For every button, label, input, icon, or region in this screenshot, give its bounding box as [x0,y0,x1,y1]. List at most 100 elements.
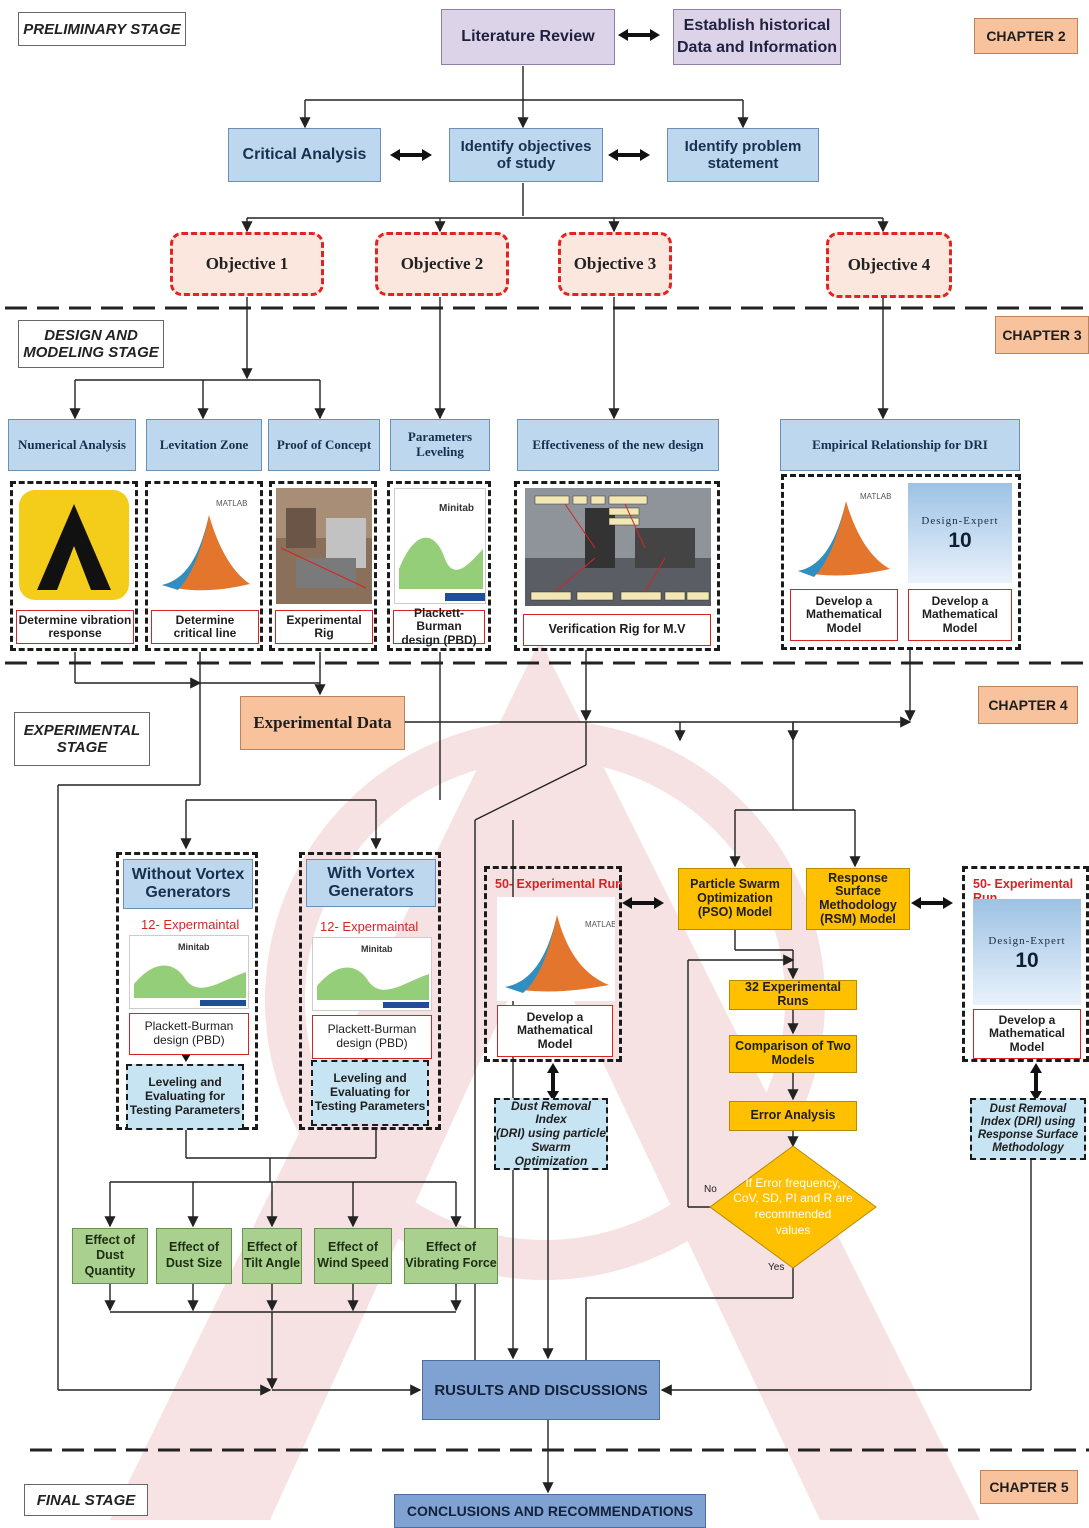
verification-rig-label: Verification Rig for M.V [523,614,711,646]
label-text: Determine [175,612,235,627]
box-text: 32 Experimental Runs [745,980,841,1008]
develop-model-label-de: Develop a Mathematical Model [908,589,1012,641]
pso-model-box: Particle Swarm Optimization (PSO) Model [678,868,792,930]
label-text: Mathematical [988,1026,1066,1041]
label-text: critical line [173,626,237,640]
box-text: Evaluating for [144,1089,225,1104]
box-text: Index (DRI) using [980,1115,1076,1128]
verification-group: Verification Rig for M.V [514,481,720,651]
stage-label-text: PRELIMINARY STAGE [23,20,181,38]
dri-pso-box: Dust Removal Index (DRI) using particle … [494,1098,608,1170]
box-text: Empirical Relationship for DRI [812,437,988,452]
matlab-icon: MATLAB [497,897,616,1001]
label-text: Develop a [998,1013,1056,1028]
parameters-leveling-box: Parameters Leveling [390,419,490,471]
minitab-wordmark: Minitab [439,503,474,514]
historical-data-box: Establish historical Data and Informatio… [673,9,841,65]
box-text: Leveling and [148,1075,222,1090]
critical-line-group: MATLAB Determine critical line [145,481,263,651]
objective-text: Objective 1 [205,254,289,273]
pbd-label: Plackett-Burman design (PBD) [312,1015,432,1059]
box-text: (DRI) using particle [496,1126,607,1141]
chapter-4-label: CHAPTER 4 [978,686,1078,724]
box-text: Numerical Analysis [18,437,126,452]
title-text: Generators [328,883,414,900]
box-text: (PSO) Model [697,904,773,919]
stage-label-experimental: EXPERIMENTAL STAGE [14,712,150,766]
title-text: Without Vortex [131,865,245,883]
with-vg-group: With Vortex Generators 12- Expermaintal … [299,852,441,1130]
box-text: Particle Swarm [690,877,780,892]
box-text: Error Analysis [750,1108,836,1123]
box-text: Proof of Concept [276,437,372,452]
runs-32-box: 32 Experimental Runs [729,980,857,1010]
effect-vibrating-force-box: Effect of Vibrating Force [404,1228,498,1284]
literature-review-box: Literature Review [441,9,615,65]
box-text: CONCLUSIONS AND RECOMMENDATIONS [406,1503,694,1519]
levitation-zone-box: Levitation Zone [146,419,262,471]
rig-photo-image [276,488,372,604]
box-text: Models [771,1053,815,1067]
decision-line: values [775,1222,811,1237]
label-text: Experimental Rig [286,612,362,640]
label-text: Develop a [526,1010,584,1025]
matlab-wordmark: MATLAB [585,920,615,929]
label-text: Mathematical [921,607,999,622]
experimental-rig-label: Experimental Rig [275,610,373,644]
design-expert-wordmark: Design-Expert [988,935,1066,947]
label-text: Plackett-Burman [413,606,465,634]
label-text: Mathematical [805,607,883,622]
minitab-wordmark: Minitab [178,942,210,952]
vibration-label: Determine vibration response [16,610,134,644]
develop-model-label-matlab: Develop a Mathematical Model [790,589,898,641]
with-vg-title: With Vortex Generators [306,859,436,907]
label-text: design (PBD) [153,1033,225,1047]
comparison-box: Comparison of Two Models [729,1035,857,1073]
objective-3-box: Objective 3 [558,232,672,296]
box-text: Comparison of Two [735,1039,851,1054]
effect-dust-quantity-box: Effect of Dust Quantity [72,1228,148,1284]
box-text: Leveling [416,444,464,459]
chapter-2-label: CHAPTER 2 [974,18,1078,54]
stage-label-text: MODELING STAGE [23,344,159,361]
leveling-box-without: Leveling and Evaluating for Testing Para… [126,1064,244,1130]
design-expert-version: 10 [948,529,972,552]
design-expert-version: 10 [1015,949,1039,972]
box-text: Experimental Data [253,713,392,732]
pbd-label: Plackett-Burman design (PBD) [129,1013,249,1055]
label-text: design (PBD) [401,632,477,647]
decision-line: recommended [754,1207,832,1221]
stage-label-text: STAGE [56,739,108,756]
design-expert-icon: Design-Expert 10 [973,899,1081,1005]
box-text: Leveling and [333,1071,407,1086]
box-text: Vibrating Force [405,1256,497,1270]
empirical-relationship-box: Empirical Relationship for DRI [780,419,1020,471]
ansys-app-icon [19,490,129,600]
box-text: Levitation Zone [159,437,249,452]
label-text: response [48,626,102,640]
box-text: Tilt Angle [243,1256,301,1270]
experimental-rig-group: Experimental Rig [269,481,377,651]
objective-2-box: Objective 2 [375,232,509,296]
problem-statement-box: Identify problem statement [667,128,819,182]
box-text: Parameters [407,429,473,445]
box-text: Methodology [819,898,897,912]
develop-model-label-rsm: Develop a Mathematical Model [973,1009,1081,1059]
effect-tilt-angle-box: Effect of Tilt Angle [242,1228,302,1284]
box-text: Quantity [84,1263,136,1278]
stage-label-text: FINAL STAGE [36,1491,136,1509]
box-text: Identify objectives [460,137,592,155]
box-text: Effectiveness of the new design [532,437,704,452]
label-text: Develop a [815,594,873,609]
chapter-5-label: CHAPTER 5 [980,1470,1078,1504]
box-text: Methodology [992,1142,1064,1155]
box-text: Effect of Dust [85,1232,135,1263]
pso-matlab-group: 50- Experimental Run MATLAB Develop a Ma… [484,866,623,1062]
chapter-text: CHAPTER 2 [986,28,1066,44]
label-text: Develop a [931,594,989,609]
label-text: Model [826,620,862,635]
rsm-model-box: Response Surface Methodology (RSM) Model [806,868,910,930]
yes-label: Yes [768,1262,785,1273]
